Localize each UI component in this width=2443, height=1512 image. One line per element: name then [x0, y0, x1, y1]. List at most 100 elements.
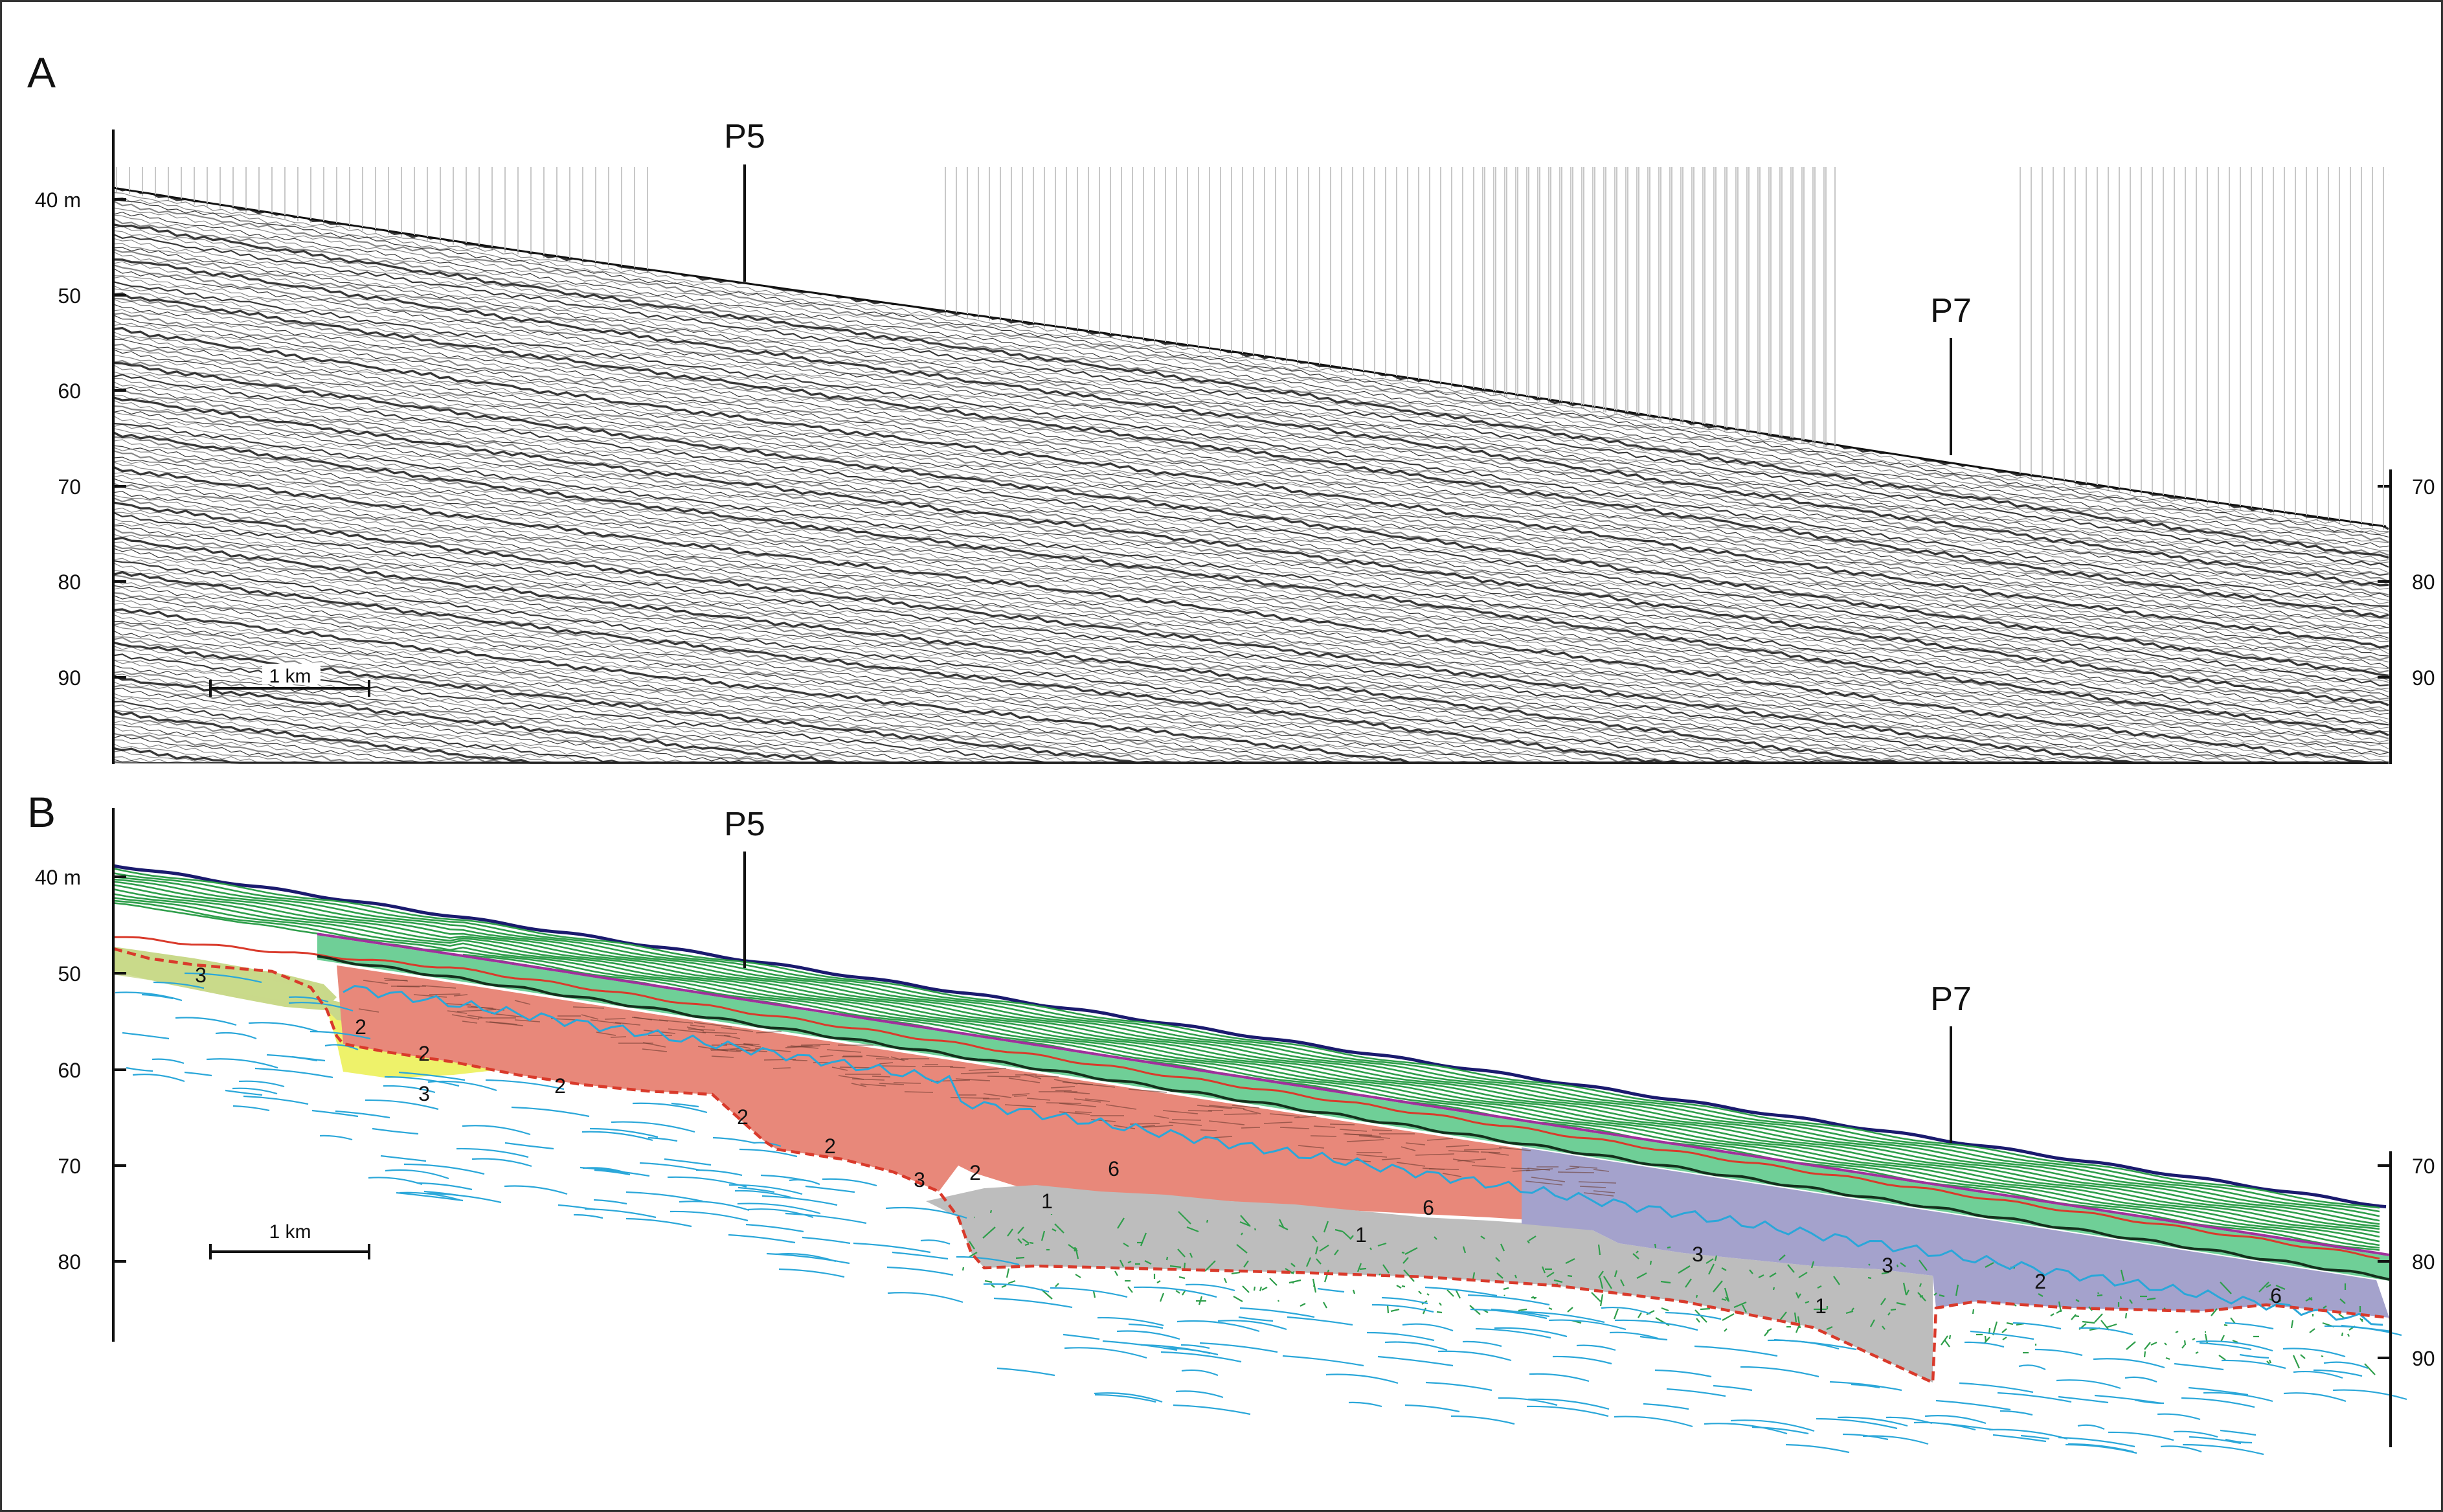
reflector-line [113, 261, 2389, 590]
blue-reflector [2313, 1369, 2363, 1377]
blue-unit-boundary [343, 985, 2383, 1326]
green-reflector [113, 878, 2380, 1222]
internal-reflector [1401, 1285, 1406, 1288]
blue-reflector [789, 1179, 820, 1186]
internal-reflector [453, 994, 468, 997]
reflector-line [113, 447, 2389, 749]
internal-reflector [1599, 1277, 1604, 1289]
blue-reflector [625, 1191, 703, 1202]
internal-reflector [2341, 1332, 2344, 1337]
blue-reflector [1552, 1355, 1612, 1365]
panel-b-seafloor [113, 864, 2387, 1209]
internal-reflector [1721, 1298, 1727, 1302]
blue-reflector [1128, 1323, 1164, 1329]
internal-reflector [1241, 1232, 1243, 1236]
blue-reflector [593, 1199, 627, 1205]
blue-reflector [504, 1185, 568, 1195]
reflector-line [113, 457, 2389, 755]
blue-reflector [1730, 1419, 1815, 1432]
blue-reflector [1199, 1342, 1278, 1353]
internal-reflector [2269, 1298, 2273, 1301]
blue-reflector [1450, 1415, 1515, 1425]
blue-reflector [383, 1085, 436, 1094]
blue-reflector [132, 1074, 185, 1083]
blue-reflector [1829, 1381, 1902, 1392]
reflector-line [113, 508, 2389, 763]
internal-reflector [1298, 1145, 1325, 1149]
internal-reflector [1442, 1173, 1462, 1177]
blue-reflector [581, 1131, 653, 1142]
internal-reflector [2323, 1305, 2327, 1309]
internal-reflector [1401, 1251, 1405, 1254]
blue-reflector [324, 1044, 359, 1051]
internal-reflector [1240, 1215, 1251, 1227]
panel-a-water-column [113, 167, 2389, 526]
internal-reflector [485, 1021, 524, 1026]
blue-reflector [2065, 1443, 2137, 1454]
panel-b-letter: B [27, 788, 56, 836]
blue-reflector [1381, 1296, 1428, 1305]
reflector-line [113, 389, 2389, 701]
internal-reflector [690, 1024, 706, 1028]
panel-a-reflectors [113, 185, 2389, 764]
reflector-line [113, 214, 2389, 552]
panel-a-right-tick-label: 80 [2412, 570, 2435, 594]
internal-reflector [1667, 1246, 1671, 1249]
internal-reflector [396, 986, 420, 987]
internal-reflector [2146, 1297, 2156, 1301]
internal-reflector [1498, 1147, 1531, 1151]
reflector-line [113, 415, 2389, 724]
reflector-line [113, 501, 2389, 764]
internal-reflector [1525, 1168, 1553, 1171]
blue-reflector [2077, 1424, 2105, 1430]
green-reflector [113, 868, 2380, 1209]
internal-reflector [2290, 1320, 2294, 1329]
internal-reflector [2300, 1354, 2306, 1359]
internal-reflector [1127, 1286, 1133, 1293]
reflector-line [113, 299, 2389, 626]
internal-reflector [949, 1066, 966, 1068]
reflector-line [113, 405, 2389, 712]
reflector-line [113, 395, 2389, 703]
unit-grey [926, 1185, 1933, 1382]
reflector-line [113, 487, 2389, 763]
blue-reflector [1837, 1416, 1908, 1427]
internal-reflector [890, 1056, 905, 1061]
internal-reflector [1263, 1122, 1293, 1124]
internal-reflector [1462, 1246, 1467, 1254]
blue-reflector [737, 1186, 775, 1193]
internal-reflector [1114, 1270, 1118, 1276]
panel-a-marker-p7-label: P7 [1930, 292, 1972, 330]
panel-b-left-tick-label: 50 [58, 962, 81, 986]
panel-b-marker-p7: P7 [1930, 980, 1972, 1143]
internal-reflector [1316, 1258, 1322, 1265]
internal-reflector [1231, 1271, 1241, 1275]
blue-reflector [206, 1058, 278, 1069]
internal-reflector [960, 1072, 1000, 1074]
internal-reflector [1787, 1264, 1795, 1273]
internal-reflector [1749, 1269, 1753, 1274]
internal-reflector [2165, 1357, 2170, 1360]
internal-reflector [1352, 1289, 1356, 1294]
internal-reflector [422, 985, 456, 989]
internal-reflector [1142, 1125, 1174, 1128]
internal-reflector [2056, 1309, 2062, 1314]
internal-reflector [2292, 1355, 2301, 1369]
internal-reflector [1178, 1211, 1191, 1224]
internal-reflector [1144, 1260, 1152, 1265]
reflector-line [113, 396, 2389, 706]
internal-reflector [1598, 1270, 1604, 1278]
reflector-line [113, 331, 2389, 650]
internal-reflector [1714, 1255, 1718, 1261]
reflector-line [113, 364, 2389, 681]
internal-reflector [363, 980, 388, 984]
blue-reflector [122, 1032, 170, 1040]
internal-reflector [1329, 1123, 1355, 1125]
internal-reflector [1198, 1296, 1203, 1305]
blue-reflector [1576, 1344, 1616, 1351]
blue-reflector [2283, 1392, 2347, 1403]
reflector-line [113, 258, 2389, 587]
reflector-line [113, 410, 2389, 716]
internal-reflector [1480, 1151, 1501, 1153]
blue-reflector [485, 1079, 565, 1090]
